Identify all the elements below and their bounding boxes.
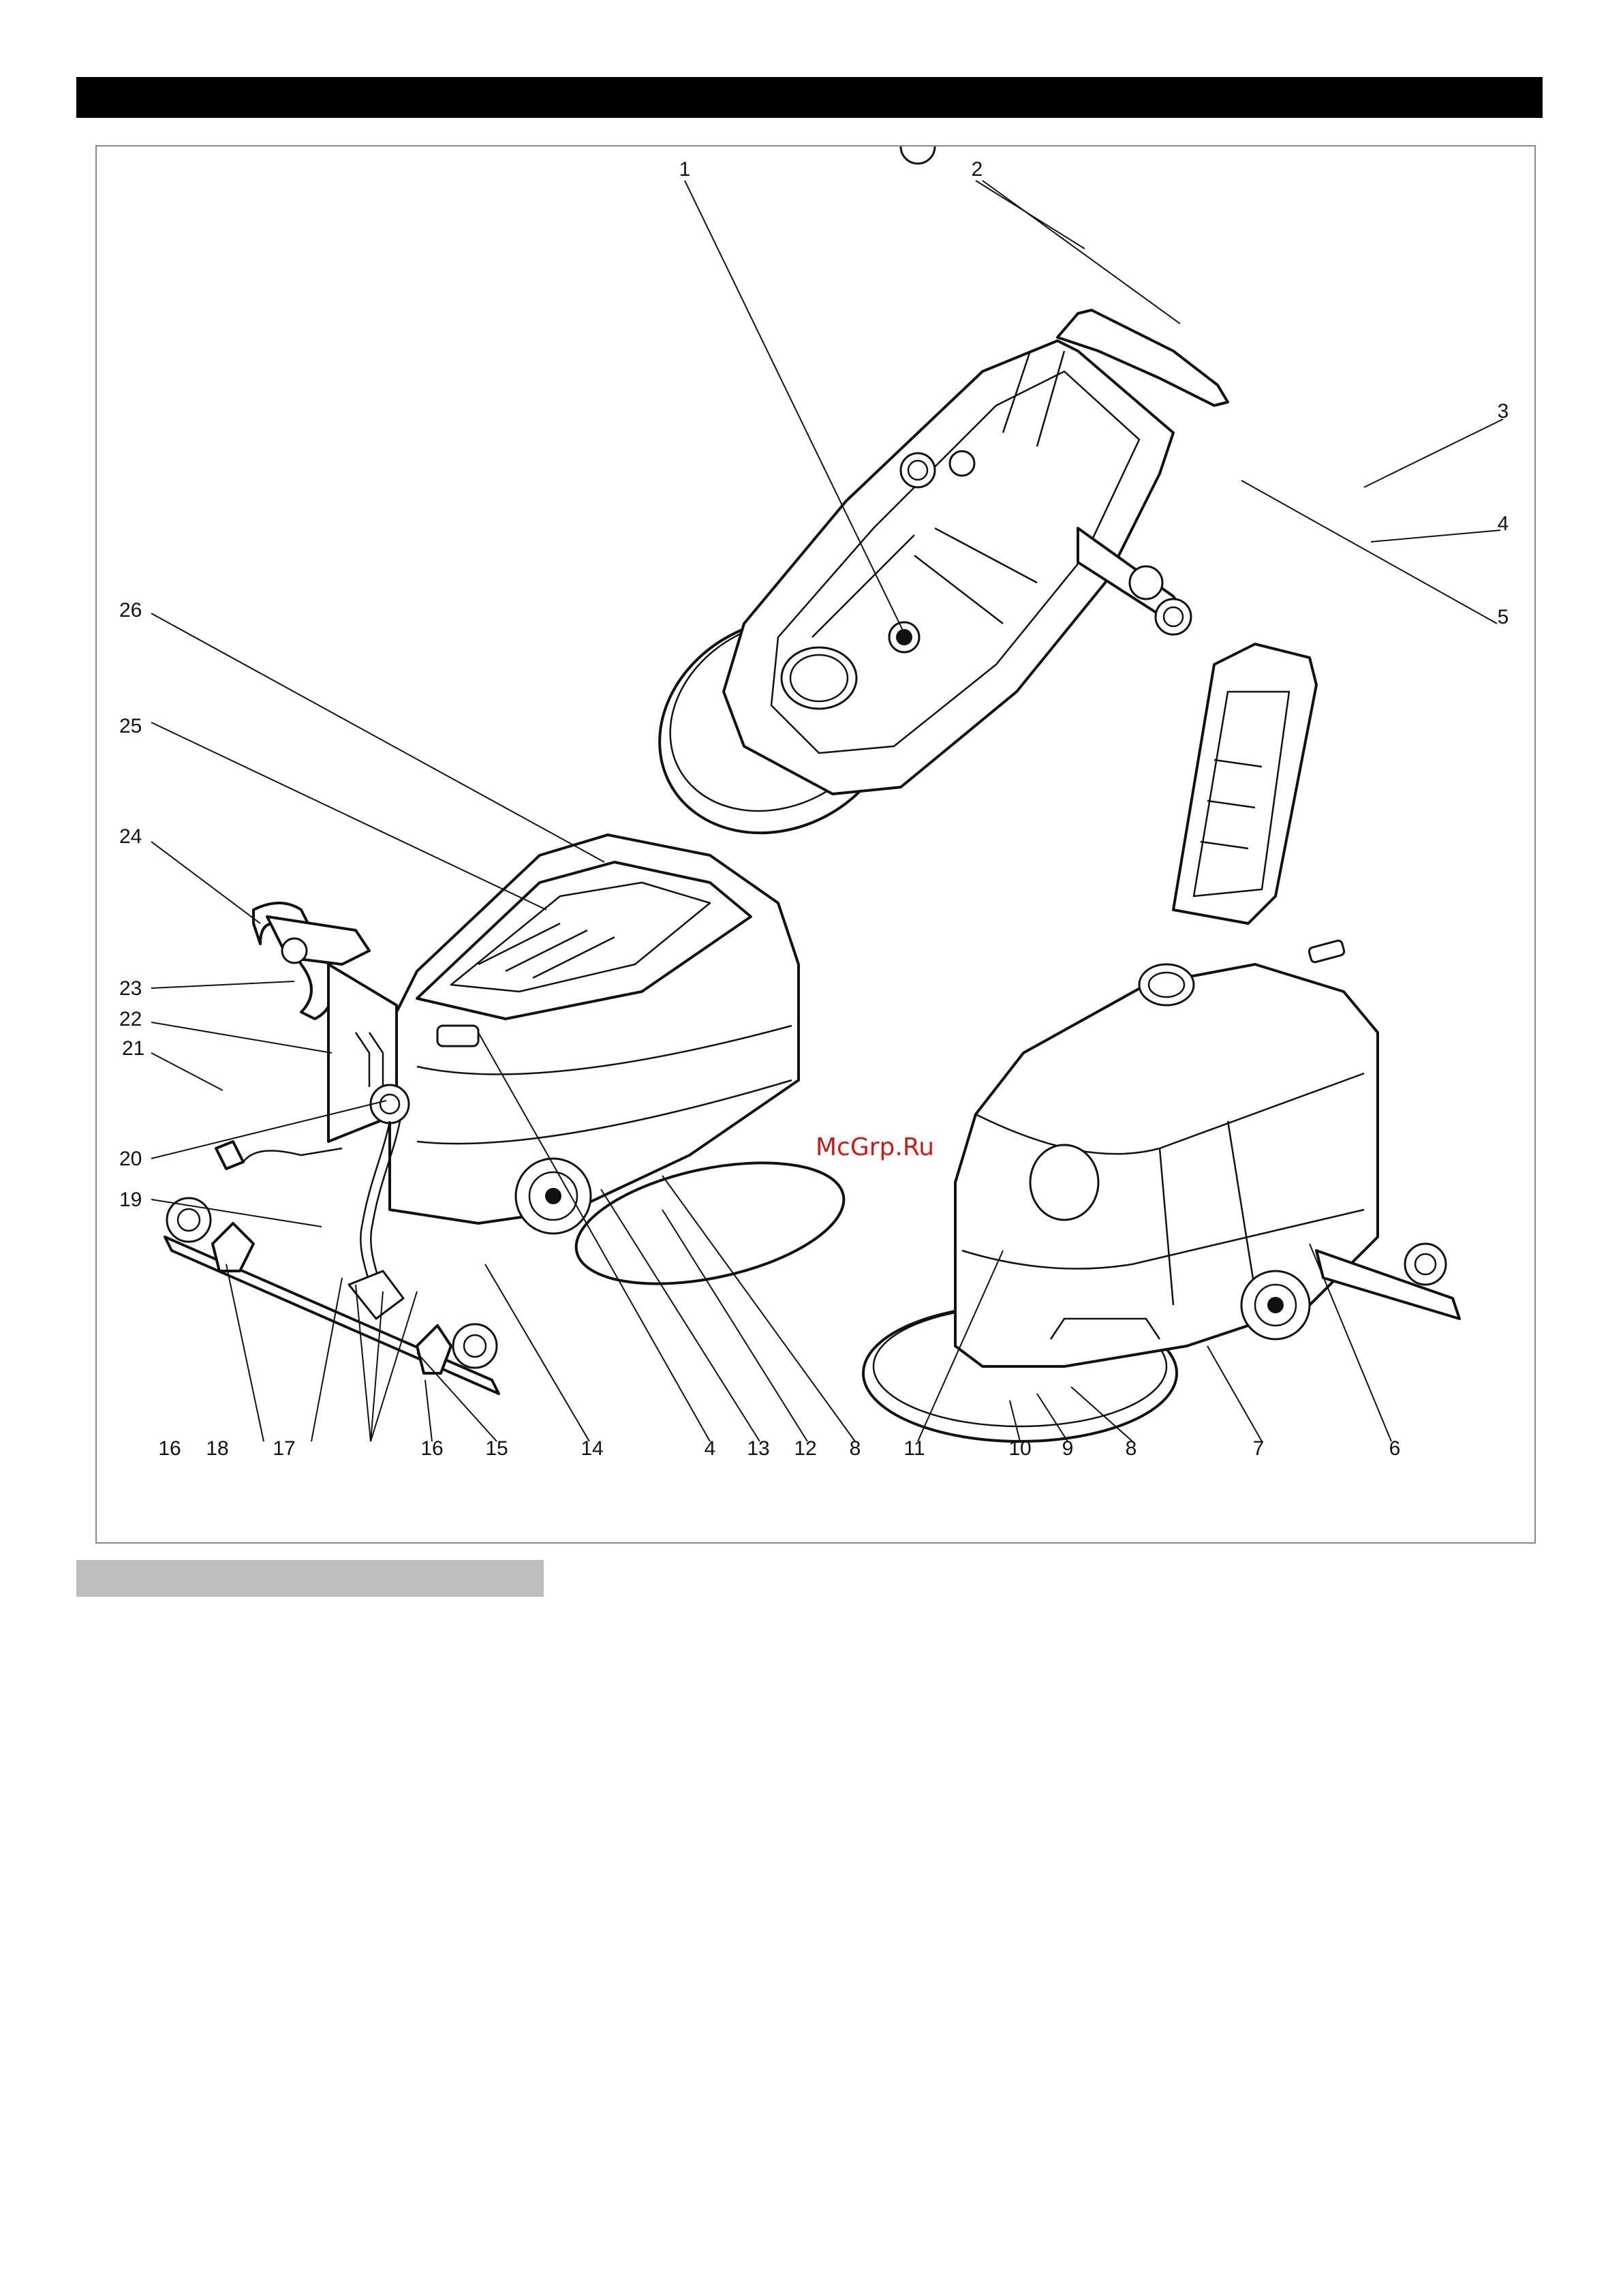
callout-11: 11 bbox=[903, 1437, 925, 1460]
callout-10: 10 bbox=[1008, 1437, 1031, 1460]
section-bar bbox=[76, 1560, 544, 1597]
scrubber-drawing: 1 2 3 4 5 6 7 8 9 10 11 8 12 13 4 14 15 … bbox=[97, 147, 1534, 1542]
callout-15: 15 bbox=[485, 1437, 508, 1460]
machine-figure: 1 2 3 4 5 6 7 8 9 10 11 8 12 13 4 14 15 … bbox=[95, 145, 1536, 1544]
callout-12: 12 bbox=[794, 1437, 816, 1460]
callout-14: 14 bbox=[581, 1437, 603, 1460]
callout-5: 5 bbox=[1498, 606, 1509, 628]
callout-13: 13 bbox=[747, 1437, 769, 1460]
callout-19: 19 bbox=[119, 1189, 142, 1211]
callout-26: 26 bbox=[119, 599, 142, 622]
callout-17: 17 bbox=[273, 1437, 295, 1460]
machine-top-view bbox=[622, 147, 1228, 874]
callout-4-left: 4 bbox=[705, 1437, 716, 1460]
watermark-text: McGrp.Ru bbox=[816, 1133, 934, 1161]
callout-25: 25 bbox=[119, 715, 142, 737]
callout-7: 7 bbox=[1253, 1437, 1265, 1460]
callout-8-left: 8 bbox=[850, 1437, 861, 1460]
callout-1: 1 bbox=[679, 158, 691, 181]
callout-3: 3 bbox=[1498, 400, 1509, 423]
callout-16-right: 16 bbox=[420, 1437, 443, 1460]
callout-18: 18 bbox=[206, 1437, 228, 1460]
callout-8-right: 8 bbox=[1126, 1437, 1137, 1460]
callout-16-left: 16 bbox=[158, 1437, 181, 1460]
callout-22: 22 bbox=[119, 1008, 142, 1030]
callout-21: 21 bbox=[122, 1037, 144, 1060]
callout-4-right: 4 bbox=[1498, 512, 1509, 535]
callout-2: 2 bbox=[972, 158, 983, 181]
callout-24: 24 bbox=[119, 825, 142, 848]
callout-20: 20 bbox=[119, 1148, 142, 1170]
machine-left-view bbox=[165, 835, 854, 1394]
callout-6: 6 bbox=[1389, 1437, 1401, 1460]
header-bar bbox=[76, 77, 1543, 118]
callout-9: 9 bbox=[1062, 1437, 1074, 1460]
machine-right-view bbox=[863, 644, 1459, 1441]
callout-23: 23 bbox=[119, 977, 142, 1000]
